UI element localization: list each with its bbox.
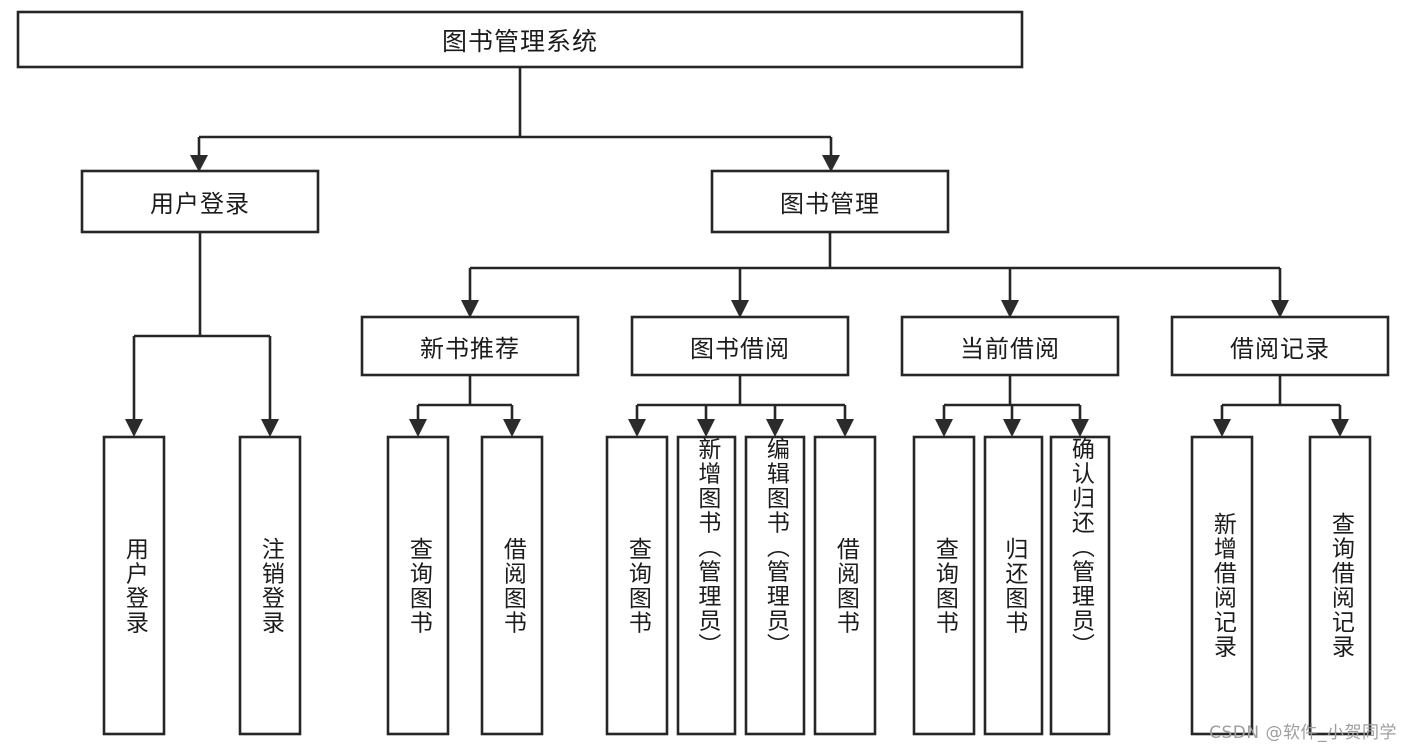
leaf-box-11[interactable] [1190,435,1254,736]
connector-user-login-to-leaves [125,232,279,437]
leaf-box-2[interactable] [386,435,450,736]
connector-borrow-record-to-leaves [1213,375,1349,437]
leaf-box-12[interactable] [1308,435,1372,736]
connector-new-book-to-leaves [409,375,521,437]
node-book-borrow[interactable] [630,315,850,377]
connector-borrow-to-leaves [628,375,854,437]
node-current-borrow[interactable] [900,315,1120,377]
leaf-box-0[interactable] [102,435,166,736]
leaf-box-4[interactable] [605,435,669,736]
node-borrow-record[interactable] [1170,315,1390,377]
leaf-box-10[interactable] [1049,435,1111,736]
leaf-box-1[interactable] [238,435,302,736]
leaf-box-6[interactable] [744,435,806,736]
leaf-box-5[interactable] [676,435,737,736]
node-user-login[interactable] [80,169,320,234]
connector-root-to-level2 [190,67,840,172]
leaf-box-9[interactable] [983,435,1044,736]
leaf-box-3[interactable] [480,435,544,736]
connector-current-borrow-to-leaves [935,375,1089,437]
leaf-box-8[interactable] [912,435,976,736]
connector-level2-to-level3 [461,232,1289,318]
leaf-box-7[interactable] [813,435,877,736]
node-root[interactable] [16,10,1024,69]
csdn-watermark: CSDN @软件_小贺同学 [1209,723,1397,743]
node-new-book-recommend[interactable] [360,315,580,377]
node-book-management[interactable] [710,169,950,234]
